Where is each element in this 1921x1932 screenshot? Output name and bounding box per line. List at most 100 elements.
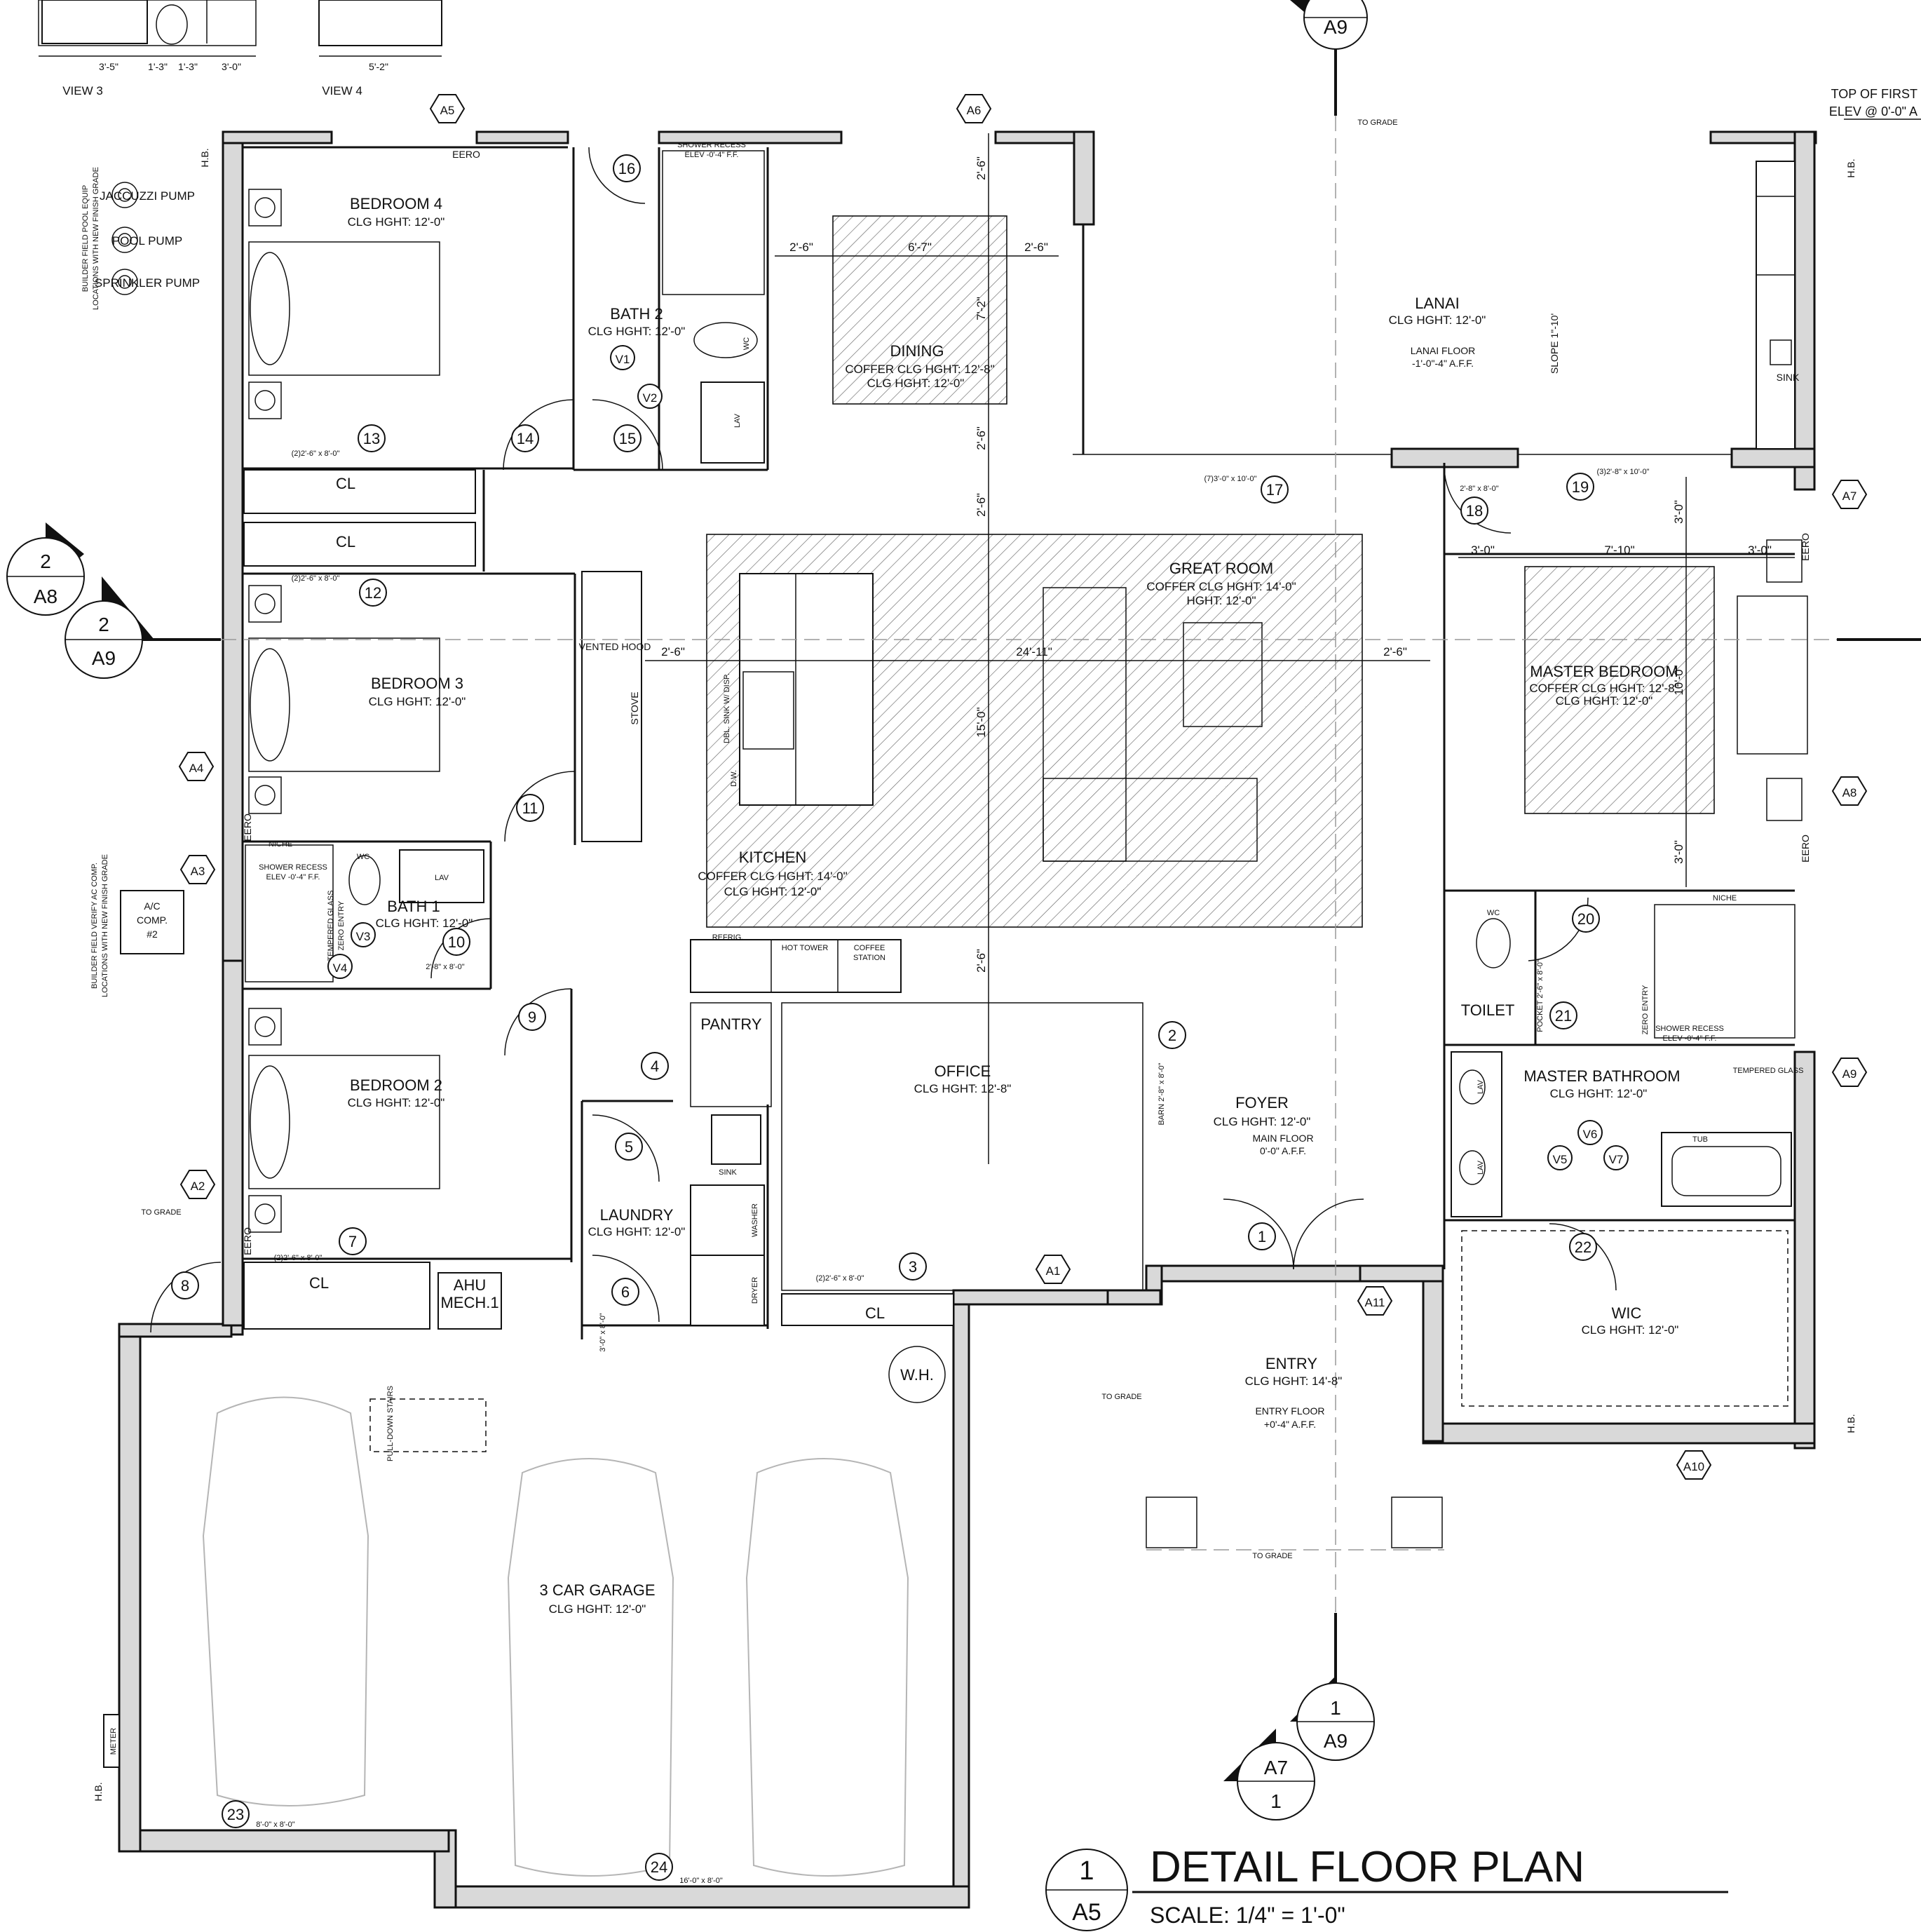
master-wc: WC: [1487, 909, 1500, 917]
door-tag-20: 20: [1577, 910, 1594, 928]
room-toilet: TOILET: [1461, 1001, 1515, 1019]
elevation-tags: A1 A2 A3 A4 A5 A6 A7 A8 A9 A10 A11: [178, 94, 1868, 1480]
section-left-sheet-b: A9: [92, 647, 116, 669]
bath2-clg: CLG HGHT: 12'-0": [588, 325, 686, 338]
bed-master: [1737, 539, 1808, 821]
drawing-title: 1 A5 DETAIL FLOOR PLAN SCALE: 1/4" = 1'-…: [1045, 1843, 1728, 1931]
master-shower-label: SHOWER RECESS: [1655, 1025, 1724, 1033]
door-tag-8: 8: [181, 1277, 189, 1295]
ahu-label: AHU: [454, 1276, 486, 1294]
view3-dim-a: 3'-5": [99, 61, 118, 72]
dimensions: 2'-6" 6'-7" 2'-6" 7'-2" 2'-6" 2'-6" 2'-6…: [645, 133, 1795, 1164]
door-note-24: 16'-0" x 8'-0": [679, 1877, 723, 1885]
pool-equipment: JACCUZZI PUMP POOL PUMP SPRINKLER PUMP B…: [81, 167, 200, 310]
section-marker-top: A9: [1290, 0, 1368, 50]
lanai-wall: [1073, 224, 1732, 455]
door-tag-4: 4: [651, 1058, 659, 1075]
dining-clg: CLG HGHT: 12'-0": [867, 377, 965, 390]
jaccuzzi-pump-label: JACCUZZI PUMP: [100, 189, 195, 203]
bath2-shower-label: SHOWER RECESS: [677, 141, 746, 149]
closet-label-4: CL: [865, 1304, 885, 1322]
washer-label: WASHER: [751, 1203, 759, 1237]
eero-1: EERO: [452, 149, 480, 160]
master-bedroom-coffer: [1524, 566, 1715, 814]
dim-mb-right: 3'-0": [1748, 543, 1772, 557]
title-sheet: A5: [1072, 1899, 1101, 1926]
view-4-label: VIEW 4: [322, 84, 362, 97]
elev-tag-a9: A9: [1842, 1067, 1857, 1081]
view-tag-v7: V7: [1609, 1153, 1624, 1166]
great-room-coffer-clg: COFFER CLG HGHT: 14'-0": [1146, 580, 1296, 593]
dining-coffer-clg: COFFER CLG HGHT: 12'-8": [845, 363, 994, 376]
title-text: DETAIL FLOOR PLAN: [1150, 1843, 1584, 1891]
door-note-19: (3)2'-8" x 10'-0": [1597, 468, 1650, 476]
section-top-sheet: A9: [1324, 16, 1348, 38]
door-tag-1: 1: [1258, 1228, 1266, 1245]
door-note-18: 2'-8" x 8'-0": [1460, 485, 1499, 493]
shower-bath1: [245, 844, 334, 982]
door-note-12: (2)2'-6" x 8'-0": [292, 574, 340, 583]
view-tag-v6: V6: [1583, 1128, 1598, 1141]
bed-bedroom2: [248, 1008, 440, 1233]
hose-bib-1: H.B.: [199, 148, 210, 167]
bath2-shower-elev: ELEV -0'-4" F.F.: [685, 151, 739, 159]
room-garage: 3 CAR GARAGE: [539, 1581, 655, 1599]
bath1-lav: LAV: [435, 874, 449, 882]
lanai-slope: SLOPE 1"-10': [1549, 313, 1560, 374]
elev-tag-a10: A10: [1683, 1460, 1704, 1473]
master-bath-clg: CLG HGHT: 12'-0": [1550, 1087, 1648, 1100]
section-bottom-num-a: 1: [1330, 1697, 1341, 1719]
refrig-label: REFRIG.: [712, 933, 744, 942]
master-zero-entry: ZERO ENTRY: [1641, 985, 1650, 1034]
garage-clg: CLG HGHT: 12'-0": [549, 1602, 646, 1616]
ac-label-2: COMP.: [137, 914, 168, 926]
room-bedroom2: BEDROOM 2: [350, 1076, 442, 1094]
laundry-clg: CLG HGHT: 12'-0": [588, 1225, 686, 1238]
eero-2: EERO: [242, 813, 253, 842]
water-heater-label: W.H.: [900, 1366, 934, 1384]
view-tag-v5: V5: [1553, 1153, 1568, 1166]
door-tag-23: 23: [227, 1806, 244, 1823]
entry-clg: CLG HGHT: 14'-8": [1245, 1374, 1343, 1388]
view-3-label: VIEW 3: [62, 84, 103, 97]
door-note-13: (2)2'-6" x 8'-0": [292, 450, 340, 458]
dim-dining-width: 6'-7": [908, 241, 932, 254]
view4-dim: 5'-2": [369, 61, 388, 72]
bedroom4-clg: CLG HGHT: 12'-0": [348, 215, 445, 229]
closet-label-2: CL: [336, 533, 355, 550]
view-3-detail: 3'-5" 1'-3" 1'-3" 3'-0" VIEW 3: [38, 0, 257, 97]
master-lav-1: LAV: [1477, 1079, 1485, 1094]
view-tags: V1 V2 V3 V4 V5 V6 V7: [327, 345, 1629, 1170]
room-master-bathroom: MASTER BATHROOM: [1523, 1067, 1680, 1085]
dim-dining-left: 2'-6": [789, 241, 813, 254]
interior-walls: [242, 146, 1795, 1339]
elev-tag-a7: A7: [1842, 489, 1857, 503]
foyer-clg: CLG HGHT: 12'-0": [1214, 1115, 1311, 1128]
eero-3: EERO: [242, 1227, 253, 1255]
eero-4: EERO: [1800, 533, 1811, 561]
elev-tag-a3: A3: [191, 865, 205, 878]
master-shower-elev: ELEV -0'-4" F.F.: [1663, 1034, 1717, 1043]
bed-bedroom3: [248, 585, 440, 814]
to-grade-4: TO GRADE: [1252, 1552, 1292, 1560]
top-of-first-note: TOP OF FIRST: [1831, 87, 1917, 101]
to-grade-2: TO GRADE: [141, 1208, 181, 1217]
lanai-floor-elev: -1'-0"-4" A.F.F.: [1412, 358, 1474, 369]
room-dining: DINING: [890, 342, 944, 360]
door-note-3: (2)2'-6" x 8'-0": [816, 1274, 864, 1283]
dim-great-depth: 15'-0": [975, 707, 988, 737]
door-tag-15: 15: [619, 430, 636, 447]
entry-pavers: [1146, 1497, 1444, 1551]
section-marker-left: 2 A8 2 A9: [6, 522, 154, 679]
dim-great-left: 2'-6": [661, 645, 685, 658]
master-niche-label: NICHE: [1713, 894, 1737, 903]
room-bath1: BATH 1: [387, 898, 440, 915]
bedroom2-clg: CLG HGHT: 12'-0": [348, 1096, 445, 1109]
room-master-bedroom: MASTER BEDROOM: [1530, 663, 1678, 680]
dim-mb-bottom: 3'-0": [1672, 840, 1685, 864]
dim-b: 2'-6": [975, 426, 988, 450]
door-tag-6: 6: [621, 1283, 630, 1301]
barn-door-note: BARN 2'-8" x 8'-0": [1158, 1062, 1166, 1125]
eero-5: EERO: [1800, 835, 1811, 863]
door-note-23: 8'-0" x 8'-0": [256, 1820, 295, 1829]
